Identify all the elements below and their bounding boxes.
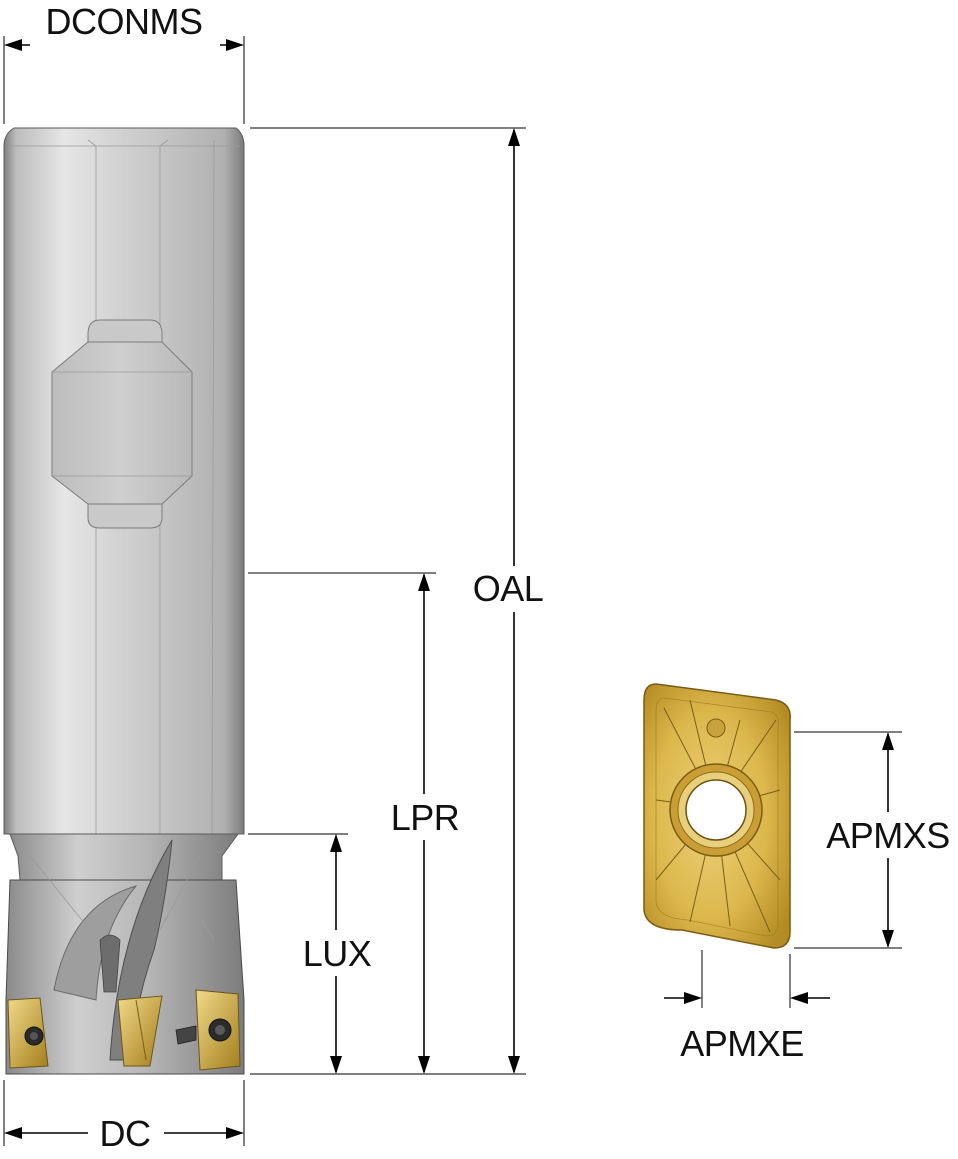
dimension-apmxe: APMXE — [664, 950, 830, 1064]
dimension-dconms: DCONMS — [3, 1, 245, 124]
flute-left — [53, 885, 138, 1001]
dimension-apmxs: APMXS — [794, 731, 958, 949]
label-apmxs: APMXS — [826, 815, 950, 856]
label-apmxe: APMXE — [680, 1023, 804, 1064]
insert-right-on-tool — [175, 989, 241, 1071]
dimension-dc: DC — [3, 1080, 245, 1156]
label-lux: LUX — [303, 933, 372, 974]
label-dconms: DCONMS — [46, 1, 203, 42]
insert-center-on-tool — [117, 995, 163, 1067]
dimension-lux: LUX — [248, 833, 384, 1074]
dimension-oal: OAL — [250, 127, 558, 1075]
end-mill-tool — [3, 127, 245, 1075]
shank-flat — [51, 319, 193, 529]
label-oal: OAL — [473, 568, 544, 609]
label-dc: DC — [100, 1113, 151, 1154]
dimension-lpr: LPR — [248, 572, 472, 1074]
insert-left-on-tool — [7, 997, 49, 1069]
cutting-insert — [643, 683, 791, 949]
label-lpr: LPR — [391, 797, 460, 838]
insert-small-hole — [706, 718, 726, 738]
